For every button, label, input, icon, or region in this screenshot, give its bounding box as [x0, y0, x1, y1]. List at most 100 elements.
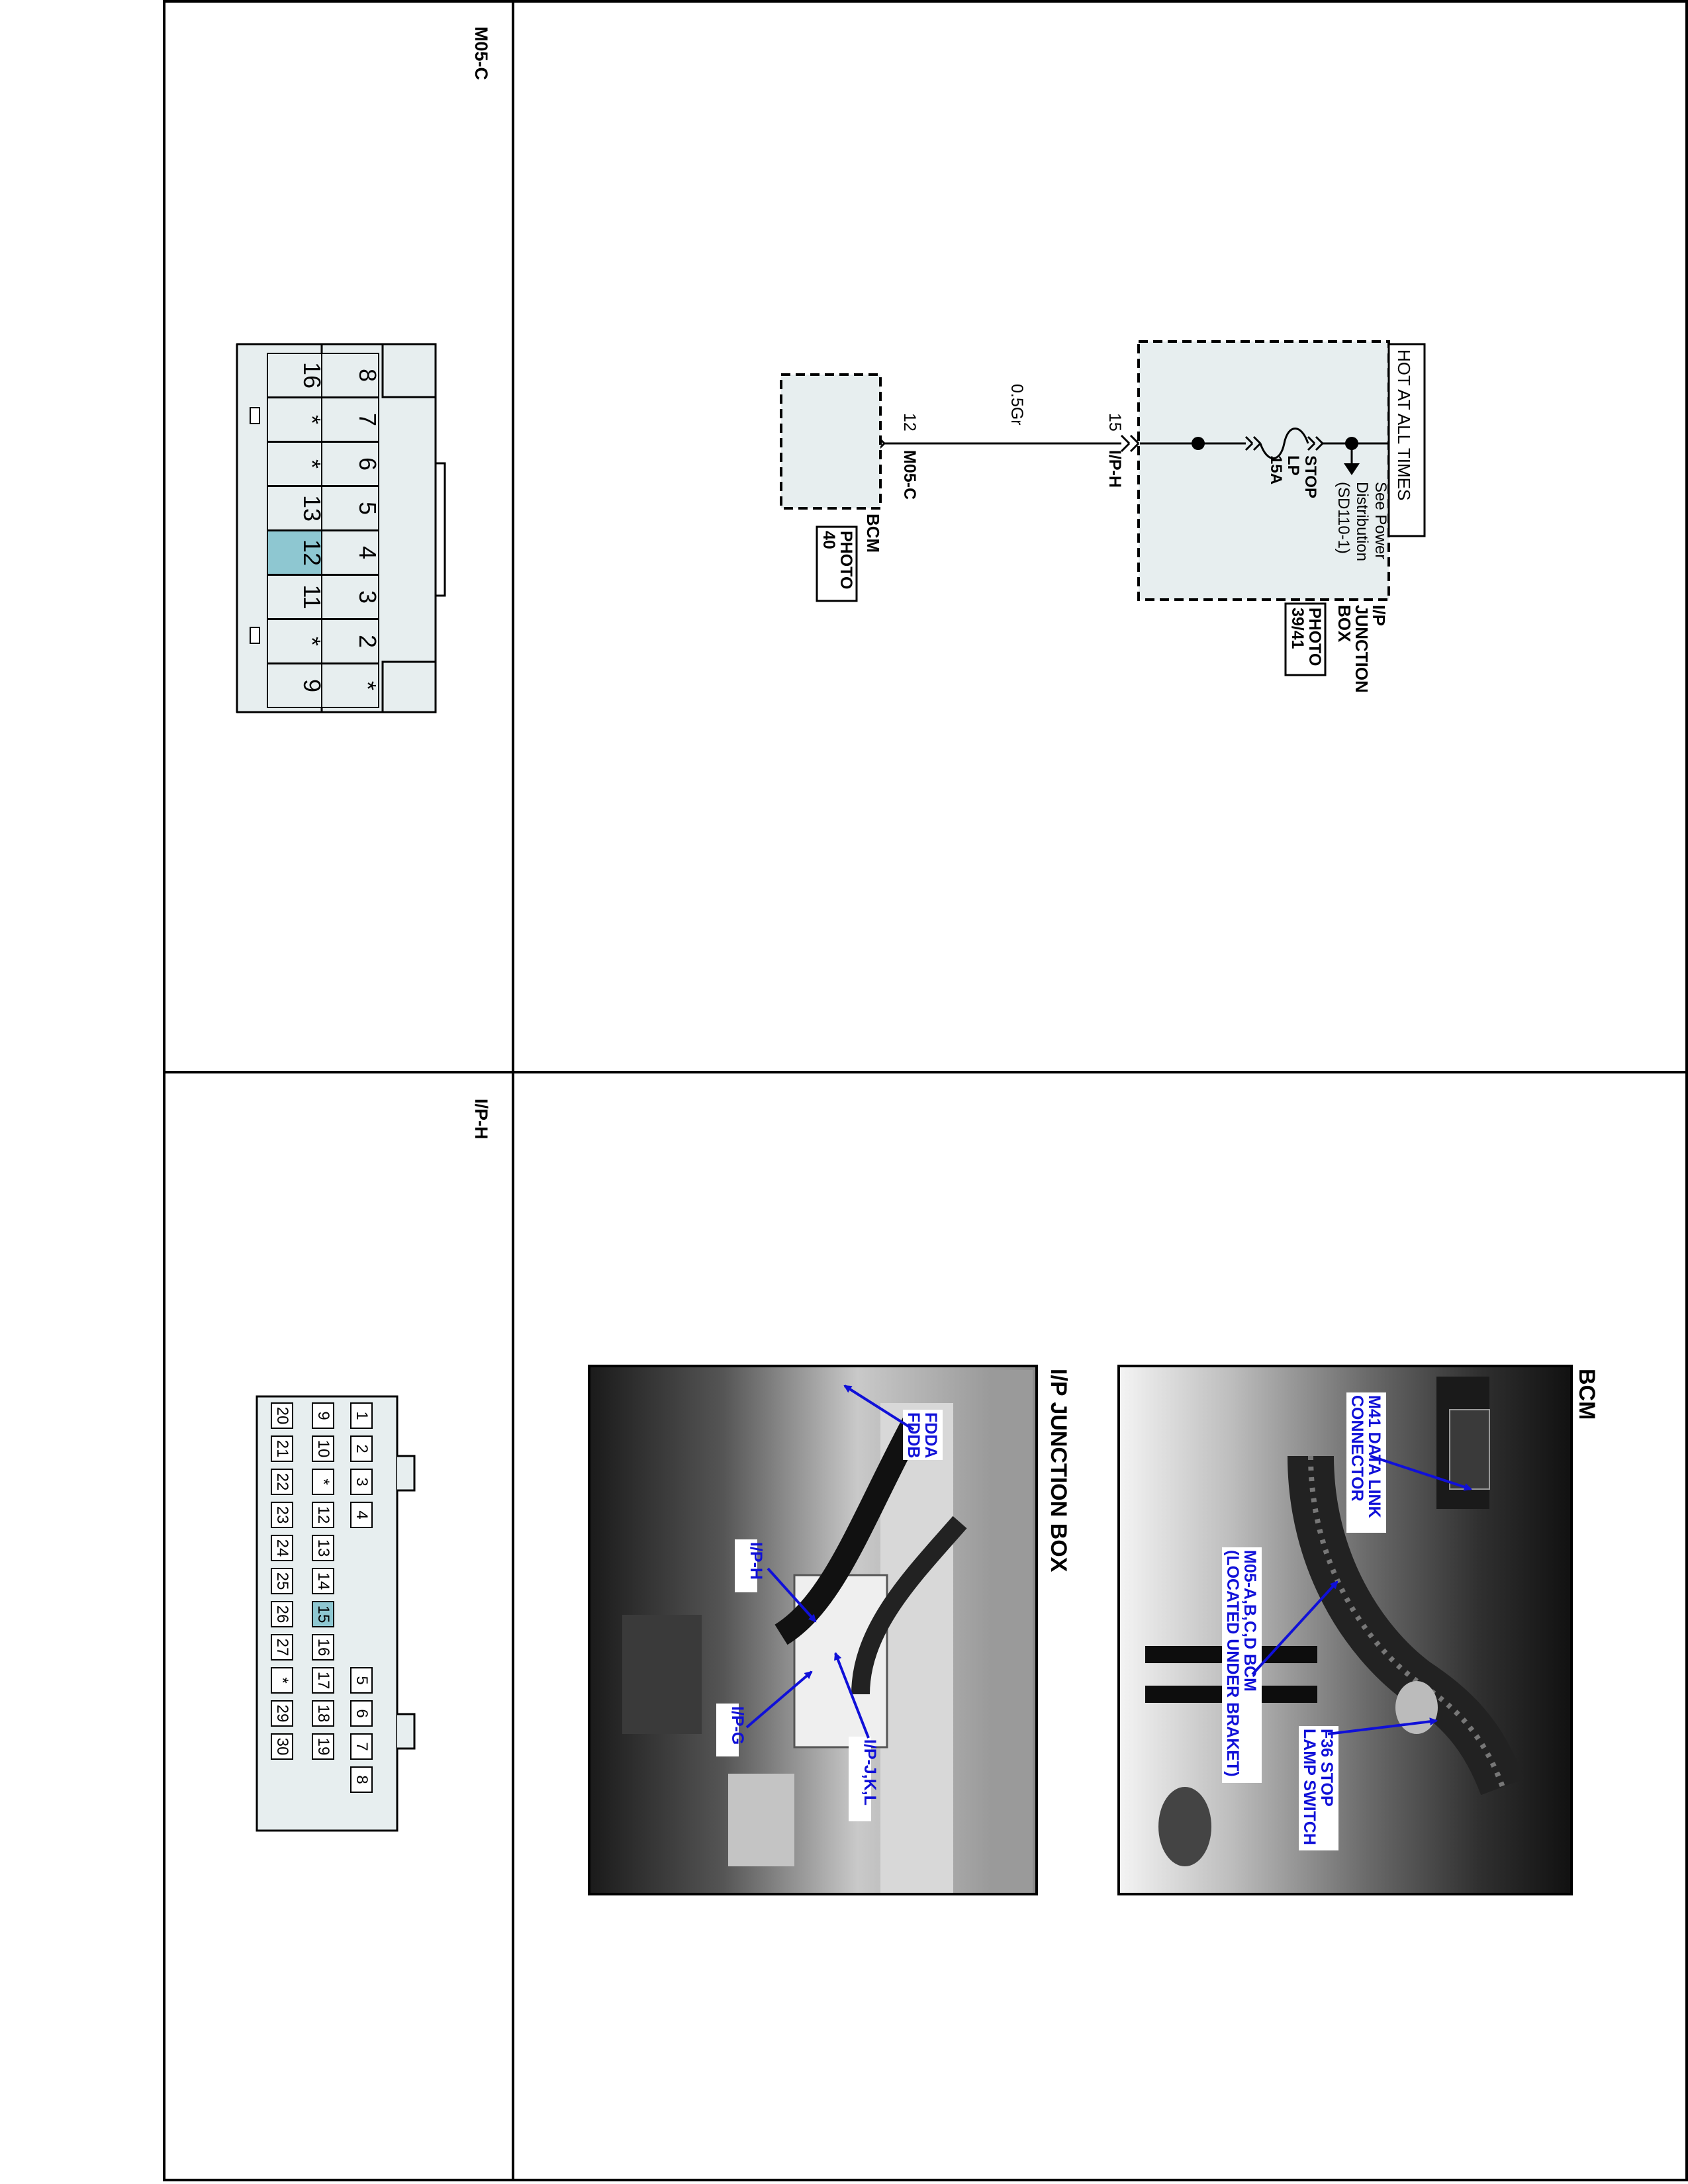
- bcm-title: BCM: [863, 514, 883, 553]
- m05c-pin-cell: [321, 530, 379, 575]
- iph-pin-cell: [350, 1502, 373, 1528]
- iph-pin-label: *: [314, 1479, 332, 1484]
- iph-pin-cell: [350, 1667, 373, 1694]
- iph-pin-cell: [271, 1601, 293, 1627]
- m05c-pin-label: 4: [354, 546, 381, 559]
- ip-junction-box-title-line1: I/P: [1369, 605, 1389, 626]
- power-arrow-icon: [1344, 463, 1360, 475]
- iph-pin-label: 29: [273, 1705, 291, 1723]
- bcm-photo-ref-box: [816, 525, 858, 602]
- bcm-photo-ref-line2: 40: [820, 531, 838, 549]
- iph-pin-cell: [271, 1733, 293, 1760]
- ip-junction-box-callouts: FDDA FDDB I/P-H I/P-G I/P-J,K,L: [716, 1385, 943, 1821]
- iph-pin-cell: [350, 1700, 373, 1727]
- bcm-photo-ref-line1: PHOTO: [837, 531, 855, 589]
- ip-junction-box-outline: [1137, 340, 1390, 601]
- iph-pin-cell: [350, 1402, 373, 1429]
- iph-pin-label: 1: [353, 1411, 371, 1420]
- m05c-pin-cell: [267, 663, 322, 708]
- iph-pin-cell: [312, 1568, 334, 1594]
- hot-at-all-times-text: HOT AT ALL TIMES: [1394, 349, 1414, 500]
- iph-pin-cell: [312, 1700, 334, 1727]
- iph-pin-label: 25: [273, 1572, 291, 1590]
- m05c-pin-cell: [267, 441, 322, 486]
- m05c-pin-label: 13: [299, 495, 326, 522]
- page-frame: [163, 0, 1688, 2181]
- iph-pin-label: 24: [273, 1539, 291, 1557]
- iph-pin-label: 21: [273, 1440, 291, 1458]
- iph-pin-cell: [312, 1535, 334, 1561]
- m05c-pin-label: 7: [354, 413, 381, 426]
- fuse-label-line2: LP: [1284, 455, 1302, 476]
- ip-junction-box-photo-caption: I/P JUNCTION BOX: [1046, 1369, 1071, 1572]
- bcm-callout-dlc-line2: CONNECTOR: [1348, 1395, 1366, 1502]
- iph-pin-label: 2: [353, 1444, 371, 1453]
- m05c-pin-cell: [321, 619, 379, 664]
- iph-pin-cell: [350, 1469, 373, 1495]
- m05c-pin-label: *: [299, 415, 326, 424]
- m05c-pin-label: *: [299, 459, 326, 469]
- m05c-pin-label: 11: [299, 584, 326, 609]
- iph-connector-label: I/P-H: [471, 1099, 491, 1140]
- iph-pin-cell: [312, 1733, 334, 1760]
- iph-connector-name: I/P-H: [1105, 450, 1124, 488]
- ip-junction-box-title-line3: BOX: [1335, 605, 1354, 643]
- iph-pin-label: 27: [273, 1639, 291, 1657]
- iph-pin-cell: [350, 1766, 373, 1793]
- jb-callout-fddb: FDDB: [904, 1412, 923, 1458]
- iph-pin-label: 9: [314, 1411, 332, 1420]
- iph-pin-number: 15: [1105, 413, 1124, 432]
- m05c-pin-label: 2: [354, 635, 381, 648]
- jb-callout-ipjkl: I/P-J,K,L: [861, 1739, 879, 1805]
- m05c-pin-label: *: [299, 637, 326, 646]
- iph-pin-cell: [271, 1435, 293, 1462]
- jb-callout-ipg: I/P-G: [728, 1706, 747, 1745]
- schematic: HOT AT ALL TIMES See Power Distribution …: [780, 340, 1426, 693]
- m05c-pin-label: 3: [354, 590, 381, 604]
- iph-pin-label: 4: [353, 1510, 371, 1519]
- iph-pin-cell: [312, 1469, 334, 1495]
- iph-pin-label: 30: [273, 1738, 291, 1756]
- iph-pin-label: 26: [273, 1606, 291, 1623]
- iph-pin-grid: 12345678910*1213141516171819202122232425…: [271, 1402, 373, 1793]
- iph-pin-label: 5: [353, 1676, 371, 1684]
- iph-pin-cell: [271, 1667, 293, 1694]
- m05c-pin-label: 12: [299, 539, 326, 566]
- see-power-line2: Distribution: [1353, 482, 1371, 561]
- fuse-connector-right-icon: [1307, 435, 1324, 451]
- see-power-line3: (SD110-1): [1335, 482, 1352, 554]
- jb-callout-iph: I/P-H: [747, 1542, 765, 1580]
- bcm-callout-switch-line2: LAMP SWITCH: [1300, 1729, 1319, 1845]
- m05c-pin-cell: [267, 530, 322, 575]
- iph-pin-cell: [271, 1634, 293, 1661]
- iph-pin-label: *: [273, 1677, 291, 1683]
- hot-at-all-times-box: [1387, 343, 1426, 537]
- iph-pin-cell: [312, 1502, 334, 1528]
- m05c-pin-label: 16: [299, 362, 326, 388]
- ip-junction-box-photo-ref-box: [1284, 602, 1327, 676]
- wire-color-label: 0.5Gr: [1008, 384, 1026, 426]
- ip-junction-box-title-line2: JUNCTION: [1352, 605, 1372, 693]
- iph-connector-symbol-icon: [1120, 434, 1140, 453]
- m05c-connector-label: M05-C: [471, 26, 491, 80]
- iph-pin-label: 3: [353, 1477, 371, 1486]
- iph-pin-label: 12: [314, 1506, 332, 1524]
- iph-pin-cell: [271, 1568, 293, 1594]
- iph-pin-cell: [271, 1502, 293, 1528]
- bcm-box-outline: [780, 373, 882, 510]
- m05c-pin-label: 8: [354, 369, 381, 382]
- iph-pin-cell: [271, 1469, 293, 1495]
- iph-pin-label: 6: [353, 1709, 371, 1717]
- m05c-pin-cell: [267, 486, 322, 531]
- m05c-pin-label: 9: [299, 679, 326, 692]
- iph-pin-cell: [312, 1435, 334, 1462]
- iph-pin-cell: [312, 1634, 334, 1661]
- bcm-photo-caption: BCM: [1574, 1369, 1599, 1420]
- iph-pin-label: 8: [353, 1775, 371, 1784]
- iph-pin-cell: [350, 1733, 373, 1760]
- fuse-label-line1: STOP: [1301, 455, 1319, 498]
- iph-pin-cell: [271, 1700, 293, 1727]
- bcm-callout-bcm-line1: M05-A,B,C,D BCM: [1241, 1550, 1259, 1692]
- iph-pin-label: 18: [314, 1705, 332, 1723]
- m05c-pin-label: *: [354, 681, 381, 690]
